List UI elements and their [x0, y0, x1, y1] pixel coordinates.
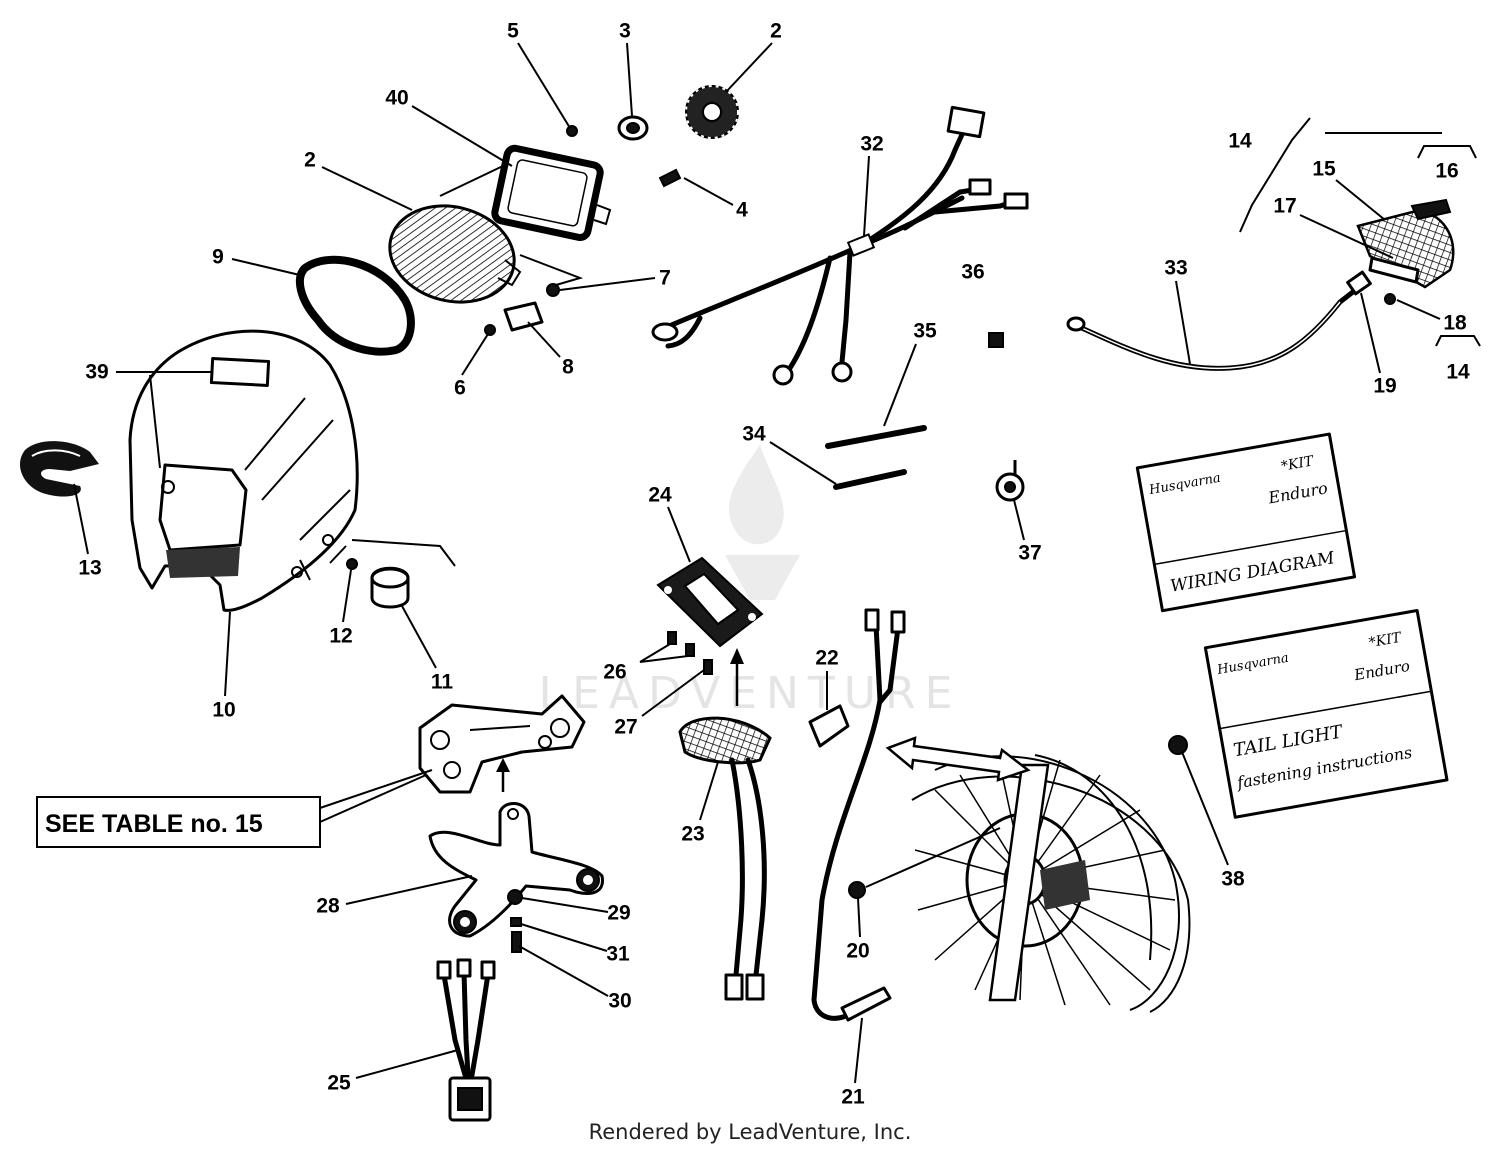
spacer-small	[667, 631, 677, 645]
callout-38: 38	[1221, 868, 1245, 891]
connector-harness	[436, 958, 496, 1122]
callout-2: 2	[770, 20, 782, 43]
callout-30: 30	[608, 990, 631, 1013]
callout-10: 10	[212, 699, 235, 722]
callout-40: 40	[385, 87, 408, 110]
bulb	[658, 168, 682, 188]
watermark: LEADVENTURE	[539, 445, 962, 719]
leader-lines	[73, 42, 1441, 1084]
callout-14: 14	[1446, 361, 1470, 384]
bolt	[510, 917, 522, 927]
footer-credit: Rendered by LeadVenture, Inc.	[589, 1120, 912, 1144]
callout-34: 34	[742, 423, 766, 446]
callout-5: 5	[507, 20, 519, 43]
callout-18: 18	[1443, 312, 1467, 335]
callout-11: 11	[431, 671, 454, 694]
headlight-mask	[128, 329, 359, 612]
instrument-bracket	[656, 556, 764, 648]
callout-32: 32	[860, 133, 883, 156]
callout-16: 16	[1435, 160, 1458, 183]
nut-sensor	[848, 881, 866, 899]
cable-clip	[808, 704, 850, 748]
washer	[507, 889, 523, 905]
bolt-long	[511, 931, 522, 953]
callout-27: 27	[614, 716, 637, 739]
wiring-diagram-card: Husqvarna *KIT Enduro WIRING DIAGRAM	[1135, 432, 1357, 613]
sticker	[209, 357, 271, 387]
clip	[19, 441, 99, 497]
watermark-flame-icon	[725, 445, 800, 600]
callout-37: 37	[1018, 542, 1041, 565]
headlight-frame	[491, 144, 612, 241]
callout-20: 20	[846, 940, 869, 963]
bushing	[703, 659, 713, 675]
clamp-ring	[370, 566, 410, 609]
callout-15: 15	[1312, 158, 1336, 181]
speed-sensor-cable	[811, 608, 906, 1022]
callout-9: 9	[212, 246, 224, 269]
callout-24: 24	[648, 484, 672, 507]
callout-28: 28	[316, 895, 340, 918]
callout-17: 17	[1273, 195, 1296, 218]
rod-short	[833, 469, 907, 490]
callout-36: 36	[961, 261, 984, 284]
nut-right	[1168, 735, 1188, 755]
callout-21: 21	[841, 1086, 865, 1109]
callout-6: 6	[454, 377, 466, 400]
callout-29: 29	[607, 902, 630, 925]
rod-long	[825, 425, 927, 449]
up-arrow-icon	[730, 648, 744, 706]
group-bracket	[1239, 117, 1481, 347]
headlight-lens	[388, 204, 522, 304]
callout-35: 35	[913, 320, 937, 343]
callout-2: 2	[304, 149, 316, 172]
nut	[546, 283, 560, 297]
bulb-socket	[685, 85, 739, 139]
wiring-harness	[651, 105, 1029, 386]
screw-small	[484, 324, 496, 336]
tail-light-cable	[1066, 270, 1372, 371]
callout-13: 13	[78, 557, 101, 580]
callout-39: 39	[85, 361, 108, 384]
callout-8: 8	[562, 356, 574, 379]
front-wheel	[911, 754, 1191, 1013]
grommet	[995, 460, 1025, 502]
callout-14: 14	[1228, 130, 1252, 153]
card-kit: *KIT	[1368, 630, 1404, 652]
callout-7: 7	[659, 267, 671, 290]
up-arrow-icon	[496, 758, 510, 792]
cable-tie	[329, 539, 456, 567]
handlebar-switch	[678, 716, 772, 1001]
nut-small	[346, 558, 358, 570]
callout-4: 4	[736, 199, 748, 222]
callout-33: 33	[1164, 257, 1187, 280]
see-table-reference: SEE TABLE no. 15	[36, 796, 321, 848]
bulb-holder	[617, 115, 649, 141]
see-table-label: SEE TABLE no. 15	[45, 810, 263, 838]
tail-light	[1356, 198, 1455, 305]
callout-12: 12	[329, 625, 352, 648]
handlebar-clamp	[418, 694, 586, 794]
callout-22: 22	[815, 647, 838, 670]
card-kit: *KIT	[1280, 453, 1316, 475]
spacer-small	[685, 643, 695, 657]
callout-3: 3	[619, 20, 631, 43]
lower-bracket	[428, 802, 604, 938]
callout-31: 31	[606, 943, 630, 966]
spacer	[988, 332, 1004, 348]
tail-light-instructions-card: Husqvarna *KIT Enduro TAIL LIGHT fasteni…	[1203, 608, 1449, 819]
callout-numbers: 5 3 2 40 2 4 9 7 8 6 39 13 12 11 10 32 3…	[78, 20, 1470, 1109]
double-arrow-icon	[885, 736, 1031, 782]
screw	[566, 125, 578, 137]
callout-25: 25	[327, 1072, 351, 1095]
callout-23: 23	[681, 823, 704, 846]
gasket	[295, 255, 415, 356]
callout-26: 26	[603, 661, 626, 684]
watermark-text: LEADVENTURE	[539, 668, 962, 719]
callout-19: 19	[1373, 375, 1396, 398]
bracket-small	[503, 301, 544, 332]
